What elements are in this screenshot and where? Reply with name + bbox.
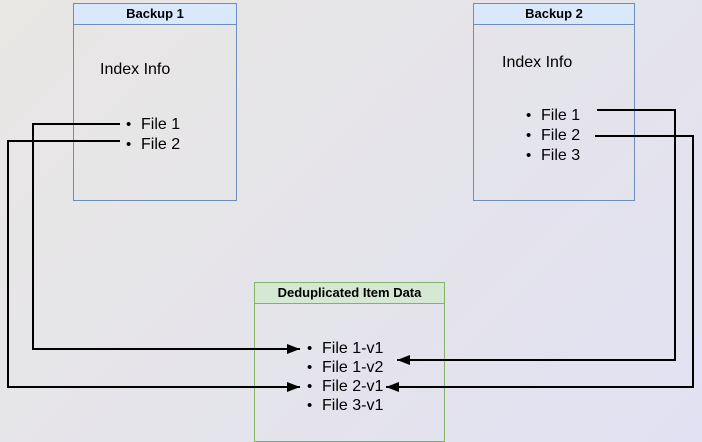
list-item: File 2-v1 (307, 377, 383, 396)
list-item: File 2 (126, 135, 180, 155)
backup1-title: Backup 1 (74, 4, 236, 25)
list-item: File 2 (526, 126, 580, 146)
backup2-file-list: File 1 File 2 File 3 (526, 106, 580, 166)
dedup-file-list: File 1-v1 File 1-v2 File 2-v1 File 3-v1 (307, 339, 383, 415)
list-item: File 3 (526, 146, 580, 166)
backup2-box: Backup 2 Index Info File 1 File 2 File 3 (473, 3, 635, 201)
backup1-box: Backup 1 Index Info File 1 File 2 (73, 3, 237, 201)
list-item: File 3-v1 (307, 396, 383, 415)
backup2-title: Backup 2 (474, 4, 634, 25)
dedup-title: Deduplicated Item Data (255, 283, 444, 304)
dedup-box: Deduplicated Item Data File 1-v1 File 1-… (254, 282, 445, 442)
list-item: File 1-v2 (307, 358, 383, 377)
backup2-index-info-label: Index Info (502, 54, 573, 71)
list-item: File 1-v1 (307, 339, 383, 358)
backup1-index-info-label: Index Info (100, 61, 171, 78)
list-item: File 1 (526, 106, 580, 126)
backup1-file-list: File 1 File 2 (126, 115, 180, 155)
list-item: File 1 (126, 115, 180, 135)
